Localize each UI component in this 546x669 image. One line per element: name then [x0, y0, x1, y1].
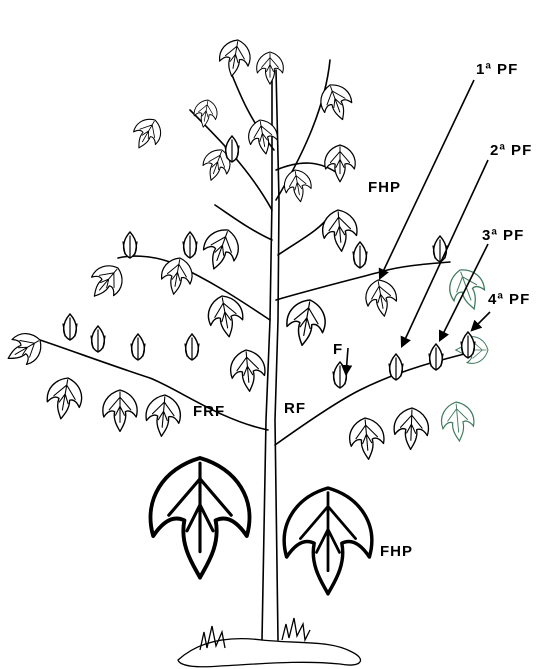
arrow-pf4 — [472, 312, 490, 330]
label-pf4: 4ª PF — [488, 291, 530, 308]
arrow-f — [346, 348, 348, 374]
label-rf: RF — [284, 400, 306, 417]
pointer-arrows — [346, 80, 490, 374]
branches — [40, 60, 480, 445]
arrow-pf3 — [440, 244, 488, 340]
arrow-pf2 — [402, 160, 488, 346]
label-fhp-top: FHP — [368, 179, 401, 196]
label-frf: FRF — [193, 403, 225, 420]
label-fhp-bottom: FHP — [380, 543, 413, 560]
label-pf1: 1ª PF — [476, 61, 518, 78]
label-f: F — [333, 341, 343, 358]
label-pf3: 3ª PF — [482, 227, 524, 244]
main-stem — [262, 70, 279, 640]
label-pf2: 2ª PF — [490, 142, 532, 159]
soil — [178, 618, 361, 667]
